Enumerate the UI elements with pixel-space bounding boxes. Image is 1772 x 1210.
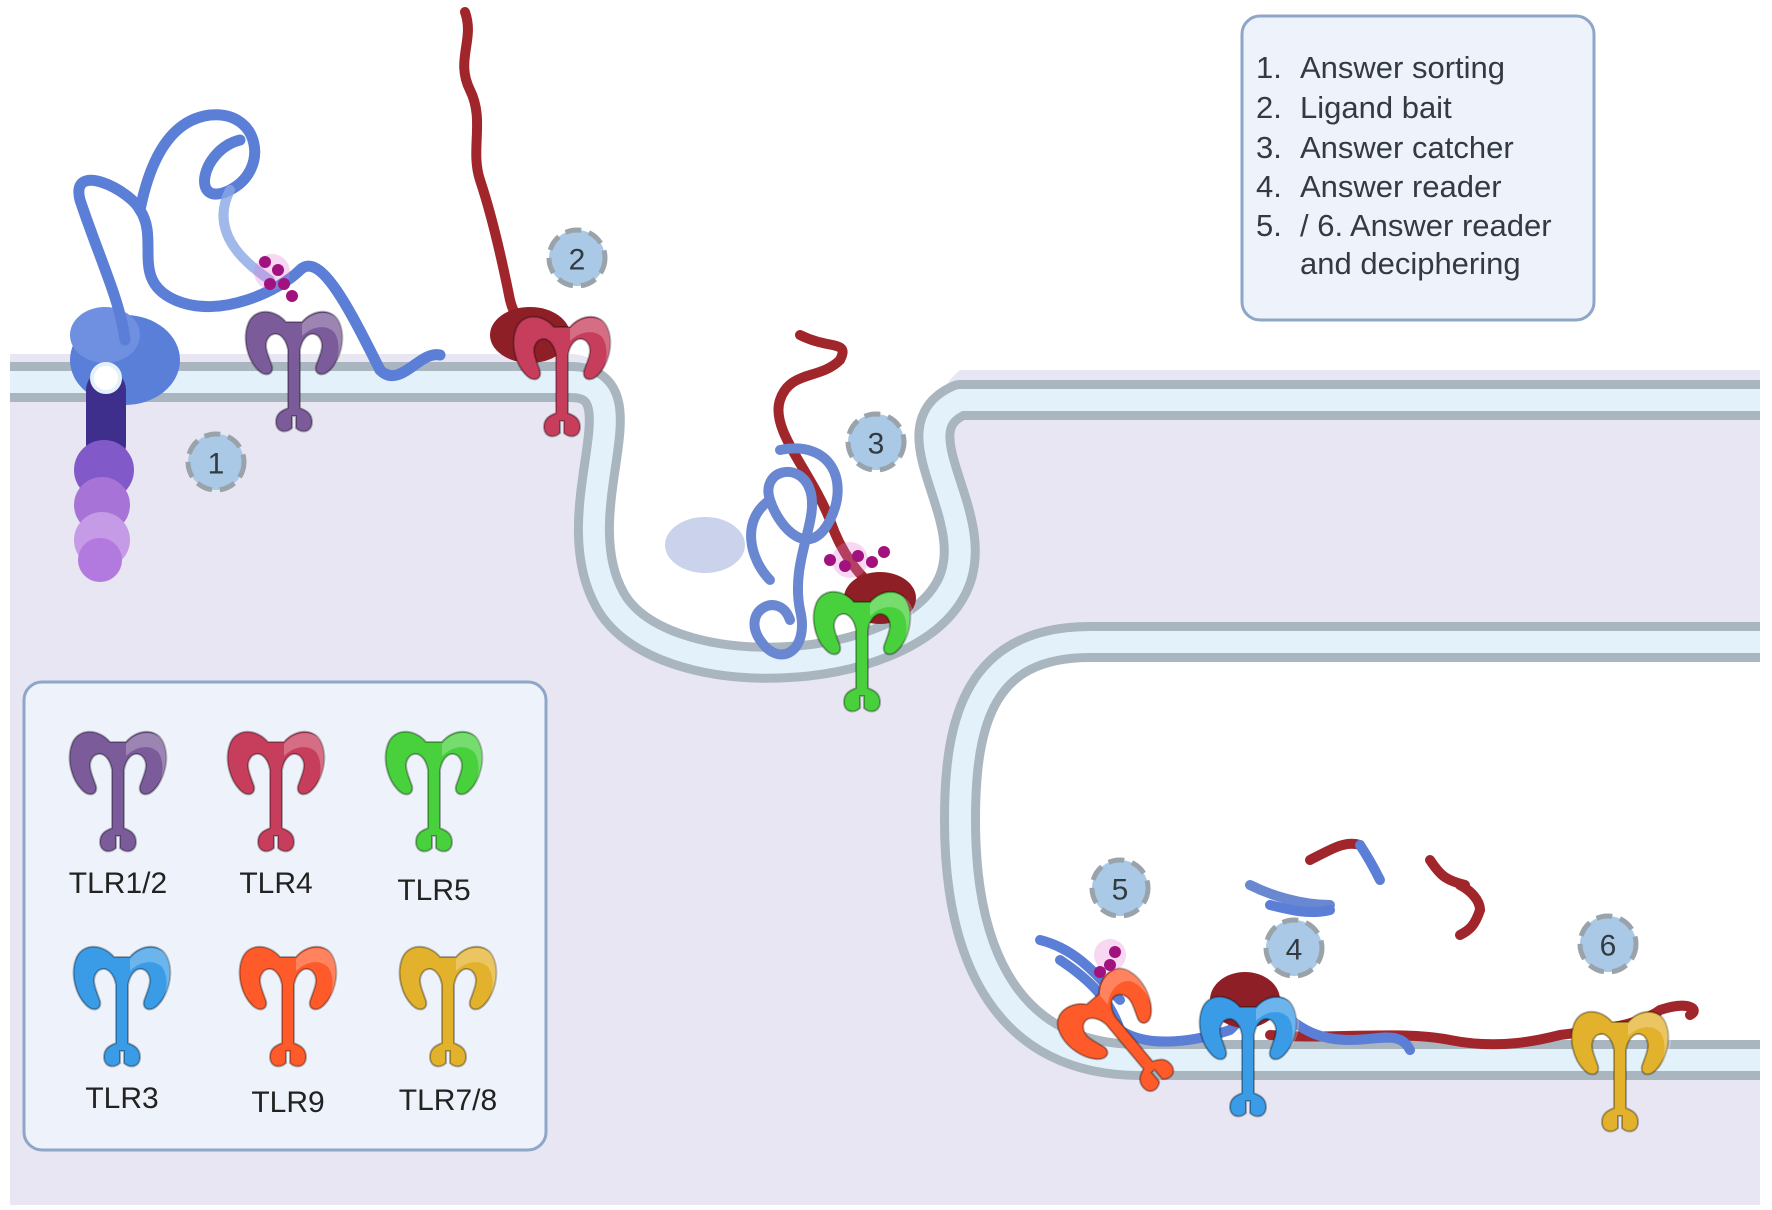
svg-text:6: 6 (1600, 930, 1617, 963)
step-marker-6: 6 (1577, 913, 1639, 975)
svg-text:3: 3 (868, 428, 885, 461)
legend: TLR1/2 TLR4 TLR5 TLR3 TLR9 TLR7/8 (22, 680, 548, 1152)
legend-label-tlr1-2: TLR1/2 (69, 867, 167, 900)
step-num-3: 3. (1256, 130, 1282, 165)
step-markers: 1 2 3 4 5 6 (185, 227, 1639, 979)
step-text-6: and deciphering (1300, 246, 1521, 281)
ligand-1 (254, 254, 298, 302)
step-marker-4: 4 (1263, 917, 1325, 979)
step-marker-1: 1 (185, 431, 247, 493)
ligand-5 (1094, 939, 1126, 978)
step-num-5: 5. (1256, 208, 1282, 243)
legend-label-tlr4: TLR4 (239, 867, 312, 900)
legend-label-tlr3: TLR3 (85, 1082, 158, 1115)
step-text-5: / 6. Answer reader (1300, 208, 1552, 243)
step-text-4: Answer reader (1300, 169, 1502, 204)
svg-text:2: 2 (569, 244, 586, 277)
faded-protein (665, 517, 745, 573)
steps-box: 1. Answer sorting 2. Ligand bait 3. Answ… (1240, 14, 1596, 322)
step-num-2: 2. (1256, 90, 1282, 125)
legend-label-tlr5: TLR5 (397, 874, 470, 907)
step-num-4: 4. (1256, 169, 1282, 204)
step-marker-2: 2 (546, 227, 608, 289)
red-chain-2 (459, 7, 550, 335)
step-marker-3: 3 (845, 411, 907, 473)
svg-text:5: 5 (1112, 874, 1129, 907)
sorting-complex (70, 307, 180, 582)
step-text-2: Ligand bait (1300, 90, 1452, 125)
step-text-1: Answer sorting (1300, 50, 1505, 85)
svg-text:1: 1 (208, 448, 225, 481)
blue-chain-3 (746, 443, 843, 660)
fragments (1245, 838, 1485, 940)
blue-chain-1 (73, 174, 446, 382)
svg-text:4: 4 (1286, 934, 1303, 967)
red-chain-3 (773, 330, 885, 595)
legend-label-tlr7-8: TLR7/8 (399, 1084, 497, 1117)
step-marker-5: 5 (1089, 857, 1151, 919)
legend-label-tlr9: TLR9 (251, 1086, 324, 1119)
ligand-3 (824, 542, 890, 578)
step-text-3: Answer catcher (1300, 130, 1514, 165)
step-num-1: 1. (1256, 50, 1282, 85)
